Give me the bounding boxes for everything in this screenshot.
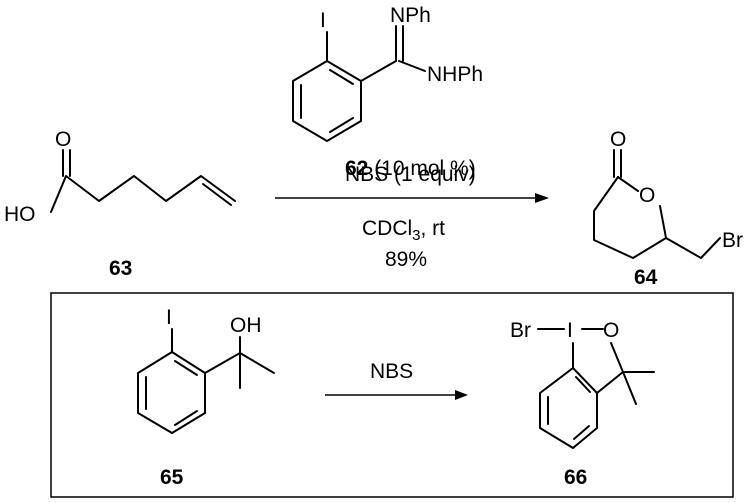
compound-65-c-cquat-bond [204,352,241,374]
compound-63-chain [50,175,236,213]
compound-66-label: 66 [564,466,587,489]
compound-62-c-nh-bond [398,60,426,72]
compound-66-ring-c-cquat-bond [596,371,624,394]
reaction-2-reagent: NBS [370,360,413,383]
compound-62-aromatic-bond [329,69,354,85]
compound-63-label: 63 [109,257,132,280]
compound-64-atom-o-ring: O [639,184,655,207]
reaction-2-arrowhead [455,390,468,400]
reaction-1-solvent: CDCl3, rt [362,217,445,244]
compound-65-benzene-ring [137,351,206,434]
compound-64-ch2-br-bond [665,237,721,259]
compound-66-methyl-bond [622,371,637,405]
reaction-1-yield: 89% [385,248,427,271]
compound-63-atom-ho: HO [4,203,36,226]
compound-66-atom-o: O [603,319,619,342]
compound-64-atom-o-carbonyl: O [610,128,626,151]
compound-62-atom-nhph: NHPh [427,63,483,86]
compound-65-aromatic-bond [174,360,198,376]
compound-65-methyl-bond [239,352,275,374]
control-reaction-box [50,292,734,498]
compound-64-ring-o-bond [617,176,639,192]
compound-63-atom-o: O [55,128,71,151]
compound-62-structure: I NPh NHPh [292,4,483,142]
compound-64-label: 64 [634,266,658,289]
compound-65-atom-i: I [166,306,172,329]
compound-66-aromatic-bond [573,425,590,440]
compound-64-ring [593,176,667,259]
compound-63-alkene-bond [202,183,232,206]
compound-65-structure: I OH [137,306,275,434]
compound-66-aromatic-bond [575,376,591,393]
compound-65-atom-oh: OH [230,314,262,337]
compound-65-aromatic-bond [174,410,198,426]
compound-64-structure: O O Br [593,128,743,259]
compound-62-atom-i: I [320,9,326,32]
compound-62-amidine-c-bond [360,60,397,82]
compound-62-atom-nph: NPh [390,4,431,27]
compound-65-label: 65 [160,466,184,489]
compound-66-atom-i: I [567,319,573,342]
reaction-1-reagent: NBS (1 equiv) [345,163,476,186]
compound-62-label: 62 (10 mol %) [345,157,476,180]
compound-66-o-c-bond [610,342,624,373]
compound-62-aromatic-bond [329,117,354,133]
reaction-1-arrowhead [535,193,549,203]
compound-64-atom-br: Br [722,229,743,252]
compound-66-structure: Br I O [510,319,655,449]
compound-62-benzene-ring [292,60,362,142]
compound-63-structure: O HO [4,128,236,226]
compound-66-atom-br: Br [510,319,531,342]
